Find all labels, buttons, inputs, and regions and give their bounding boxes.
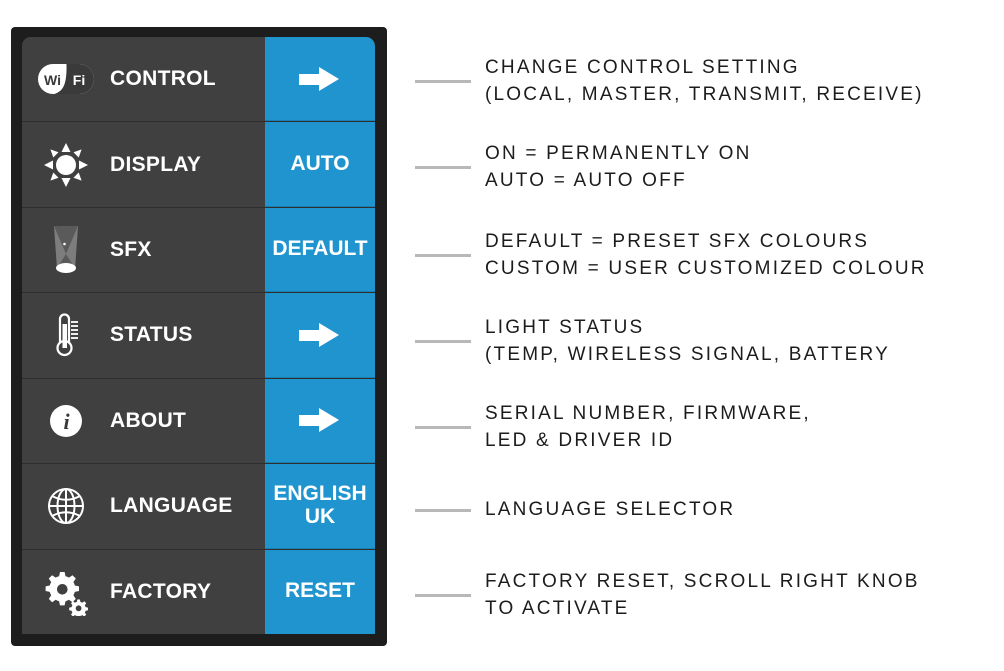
- leader-dash: [415, 80, 471, 84]
- leader-dash: [415, 340, 471, 344]
- menu-row-display[interactable]: DISPLAY AUTO: [22, 122, 375, 208]
- arrow-right-icon: [299, 408, 341, 433]
- wifi-icon: Wi Fi: [22, 63, 110, 95]
- gears-icon: [22, 568, 110, 616]
- annotation-factory-text: FACTORY RESET, SCROLL RIGHT KNOB TO ACTI…: [485, 571, 920, 619]
- settings-menu-panel: Wi Fi CONTROL: [22, 37, 375, 634]
- menu-row-factory-label: FACTORY: [110, 579, 212, 603]
- menu-row-sfx-value[interactable]: DEFAULT: [265, 207, 375, 293]
- menu-row-control[interactable]: Wi Fi CONTROL: [22, 37, 375, 123]
- svg-text:Wi: Wi: [44, 72, 61, 88]
- menu-row-control-label: CONTROL: [110, 67, 216, 91]
- info-icon: i: [22, 401, 110, 441]
- menu-row-about[interactable]: i ABOUT: [22, 378, 375, 465]
- leader-dash: [415, 508, 471, 512]
- menu-row-language-label: LANGUAGE: [110, 494, 233, 518]
- menu-row-about-label: ABOUT: [110, 408, 187, 432]
- annotation-control: CHANGE CONTROL SETTING (LOCAL, MASTER, T…: [400, 55, 1004, 109]
- menu-row-control-value[interactable]: [265, 37, 375, 122]
- menu-row-status-left: STATUS: [22, 293, 265, 377]
- annotation-about-text: SERIAL NUMBER, FIRMWARE, LED & DRIVER ID: [485, 403, 811, 451]
- annotation-sfx: DEFAULT = PRESET SFX COLOURS CUSTOM = US…: [400, 229, 1004, 283]
- annotation-display-text: ON = PERMANENTLY ON AUTO = AUTO OFF: [485, 143, 752, 191]
- menu-row-display-value[interactable]: AUTO: [265, 122, 375, 207]
- sun-brightness-icon: [22, 142, 110, 187]
- annotation-factory: FACTORY RESET, SCROLL RIGHT KNOB TO ACTI…: [400, 569, 1004, 623]
- arrow-right-icon: [299, 322, 341, 347]
- thermometer-icon: [22, 310, 110, 360]
- svg-text:Fi: Fi: [73, 72, 85, 88]
- annotation-language-text: LANGUAGE SELECTOR: [485, 499, 736, 520]
- menu-row-display-left: DISPLAY: [22, 122, 265, 206]
- device-frame: Wi Fi CONTROL: [11, 27, 387, 646]
- menu-row-factory[interactable]: FACTORY RESET: [22, 549, 375, 634]
- menu-row-status[interactable]: STATUS: [22, 293, 375, 379]
- annotation-display: ON = PERMANENTLY ON AUTO = AUTO OFF: [400, 141, 1004, 195]
- svg-text:i: i: [63, 409, 70, 434]
- menu-row-factory-value[interactable]: RESET: [265, 549, 375, 634]
- menu-row-sfx-left: SFX: [22, 208, 265, 292]
- menu-row-display-label: DISPLAY: [110, 152, 202, 176]
- globe-icon: [22, 484, 110, 528]
- arrow-right-icon: [299, 66, 341, 91]
- annotations-column: CHANGE CONTROL SETTING (LOCAL, MASTER, T…: [400, 27, 1004, 646]
- menu-row-status-value[interactable]: [265, 293, 375, 378]
- leader-dash: [415, 254, 471, 258]
- annotation-control-text: CHANGE CONTROL SETTING (LOCAL, MASTER, T…: [485, 57, 924, 105]
- menu-row-status-label: STATUS: [110, 323, 193, 347]
- menu-row-about-left: i ABOUT: [22, 379, 265, 463]
- annotation-sfx-text: DEFAULT = PRESET SFX COLOURS CUSTOM = US…: [485, 231, 927, 279]
- menu-row-control-left: Wi Fi CONTROL: [22, 37, 265, 121]
- spotlight-icon: [22, 224, 110, 276]
- annotation-status: LIGHT STATUS (TEMP, WIRELESS SIGNAL, BAT…: [400, 315, 1004, 369]
- menu-row-factory-left: FACTORY: [22, 550, 265, 634]
- leader-dash: [415, 426, 471, 430]
- menu-row-language[interactable]: LANGUAGE ENGLISH UK: [22, 464, 375, 550]
- menu-row-language-left: LANGUAGE: [22, 464, 265, 548]
- annotation-status-text: LIGHT STATUS (TEMP, WIRELESS SIGNAL, BAT…: [485, 317, 891, 365]
- annotation-about: SERIAL NUMBER, FIRMWARE, LED & DRIVER ID: [400, 401, 1004, 455]
- leader-dash: [415, 166, 471, 170]
- menu-row-sfx-label: SFX: [110, 238, 152, 262]
- menu-row-language-value[interactable]: ENGLISH UK: [265, 464, 375, 549]
- menu-row-sfx[interactable]: SFX DEFAULT: [22, 207, 375, 294]
- annotation-language: LANGUAGE SELECTOR: [400, 497, 1004, 524]
- leader-dash: [415, 594, 471, 598]
- menu-row-about-value[interactable]: [265, 378, 375, 464]
